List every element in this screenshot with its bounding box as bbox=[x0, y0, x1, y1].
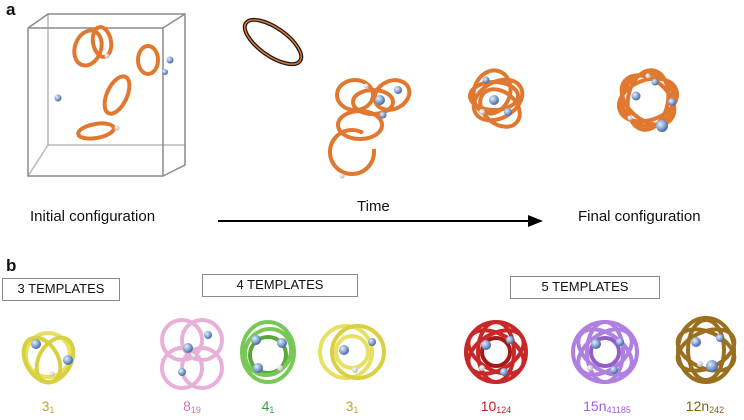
knot-10-124 bbox=[464, 320, 528, 384]
intermediate-cluster bbox=[328, 78, 412, 176]
knot-3-1-b bbox=[318, 324, 386, 380]
knot-label-sub: 19 bbox=[190, 405, 201, 415]
knot-label: 10124 bbox=[461, 398, 531, 415]
caption-initial-configuration: Initial configuration bbox=[30, 208, 156, 225]
time-arrow bbox=[218, 215, 543, 227]
knot-15n-41185 bbox=[571, 320, 639, 384]
knot-label-main: 15n bbox=[583, 398, 607, 414]
knot-label: 12n242 bbox=[670, 398, 740, 415]
initial-rings bbox=[72, 25, 160, 141]
knot-8-19 bbox=[160, 318, 224, 390]
final-spheres bbox=[627, 73, 676, 132]
knot-label-sub: 1 bbox=[353, 405, 359, 415]
knot-label-sub: 242 bbox=[709, 405, 725, 415]
knot-label-main: 10 bbox=[480, 398, 497, 414]
knot-label-main: 8 bbox=[183, 398, 191, 414]
panel-a-label: a bbox=[6, 0, 16, 19]
simulation-box bbox=[27, 13, 186, 177]
knot-label-sub: 41185 bbox=[606, 405, 631, 415]
knot-label-main: 3 bbox=[41, 398, 50, 414]
group-box-5-templates: 5 TEMPLATES bbox=[510, 276, 660, 299]
knot-label-sub: 1 bbox=[49, 405, 55, 415]
knot-label: 31 bbox=[13, 398, 83, 415]
knot-label: 15n41185 bbox=[572, 398, 642, 415]
caption-time: Time bbox=[357, 198, 390, 215]
panel-b-label: b bbox=[6, 256, 17, 275]
knot-label-sub: 1 bbox=[269, 405, 275, 415]
knot-label: 41 bbox=[233, 398, 303, 415]
group-box-4-templates: 4 TEMPLATES bbox=[202, 274, 358, 297]
knot-label-sub: 124 bbox=[496, 405, 512, 415]
intermediate-spheres bbox=[339, 83, 402, 179]
near-final-spheres bbox=[479, 76, 512, 116]
knot-label-main: 4 bbox=[261, 398, 270, 414]
intermediate-ring-1 bbox=[242, 17, 304, 67]
knot-3-1-a bbox=[21, 331, 76, 385]
caption-final-configuration: Final configuration bbox=[578, 208, 701, 225]
knot-label-main: 3 bbox=[345, 398, 354, 414]
knot-4-1 bbox=[240, 320, 296, 384]
knot-label: 31 bbox=[317, 398, 387, 415]
group-box-3-templates: 3 TEMPLATES bbox=[2, 278, 120, 301]
knot-12n-242 bbox=[675, 316, 737, 384]
initial-spheres bbox=[54, 53, 174, 131]
knot-label: 819 bbox=[157, 398, 227, 415]
knot-label-main: 12n bbox=[685, 398, 710, 414]
